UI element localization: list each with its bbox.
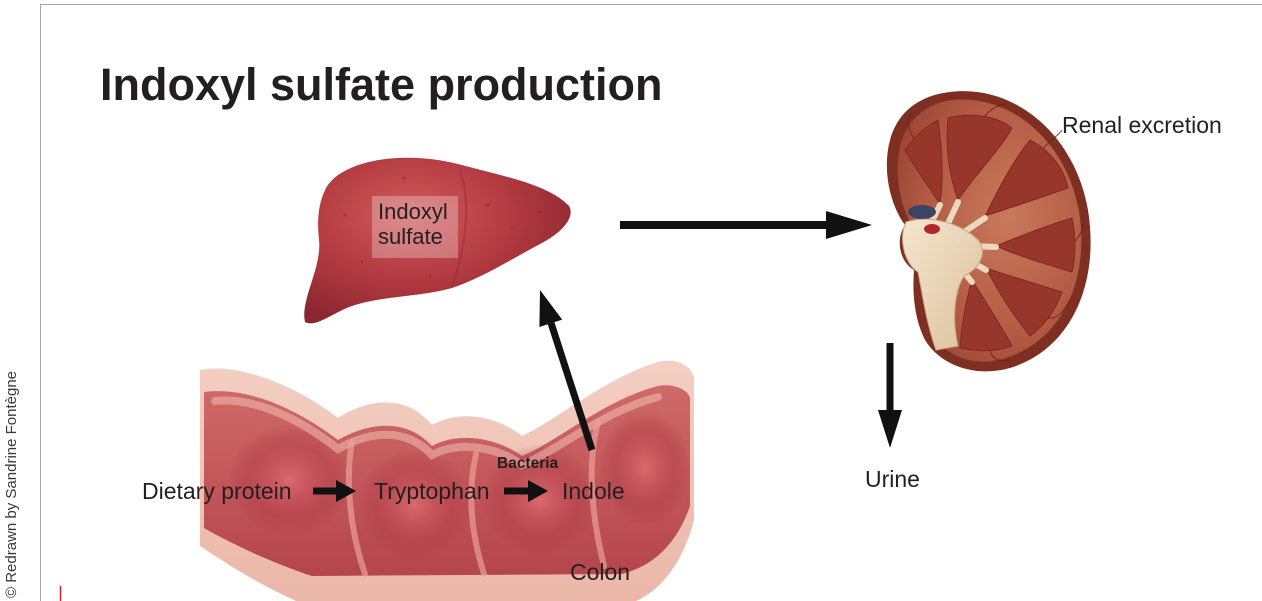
kidney-label: Renal excretion <box>1062 114 1222 137</box>
liver-speckle <box>403 177 406 180</box>
credit-text: © Redrawn by Sandrine Fontègne <box>4 371 19 598</box>
arrow-head <box>826 211 872 239</box>
pathway-step-indole: Indole <box>562 480 625 503</box>
arrow-head <box>878 410 902 448</box>
liver-speckle <box>361 261 364 264</box>
liver-label-line-2: sulfate <box>378 226 443 248</box>
liver-label-line-1: Indoxyl <box>378 201 448 223</box>
liver-speckle <box>539 211 542 214</box>
colon-haustrum <box>357 449 473 561</box>
page-title: Indoxyl sulfate production <box>100 62 663 107</box>
pathway-step-tryptophan: Tryptophan <box>374 480 490 503</box>
arrow-liver-to-kidney <box>620 211 872 239</box>
liver-speckle <box>429 275 432 278</box>
colon-haustrum <box>599 410 691 526</box>
liver-speckle <box>343 213 346 216</box>
arrow-kidney-to-urine <box>878 343 902 448</box>
pathway-catalyst-label: Bacteria <box>497 456 558 472</box>
pathway-step-dietary-protein: Dietary protein <box>142 480 292 503</box>
kidney-renal-vein <box>908 205 936 219</box>
colon-label: Colon <box>570 561 630 584</box>
arrow-head <box>539 290 562 327</box>
liver-speckle <box>334 289 337 292</box>
urine-label: Urine <box>865 468 920 491</box>
kidney-renal-artery <box>924 224 940 234</box>
kidney-illustration <box>887 91 1091 371</box>
liver-speckle <box>511 227 514 230</box>
liver-speckle <box>486 203 489 206</box>
